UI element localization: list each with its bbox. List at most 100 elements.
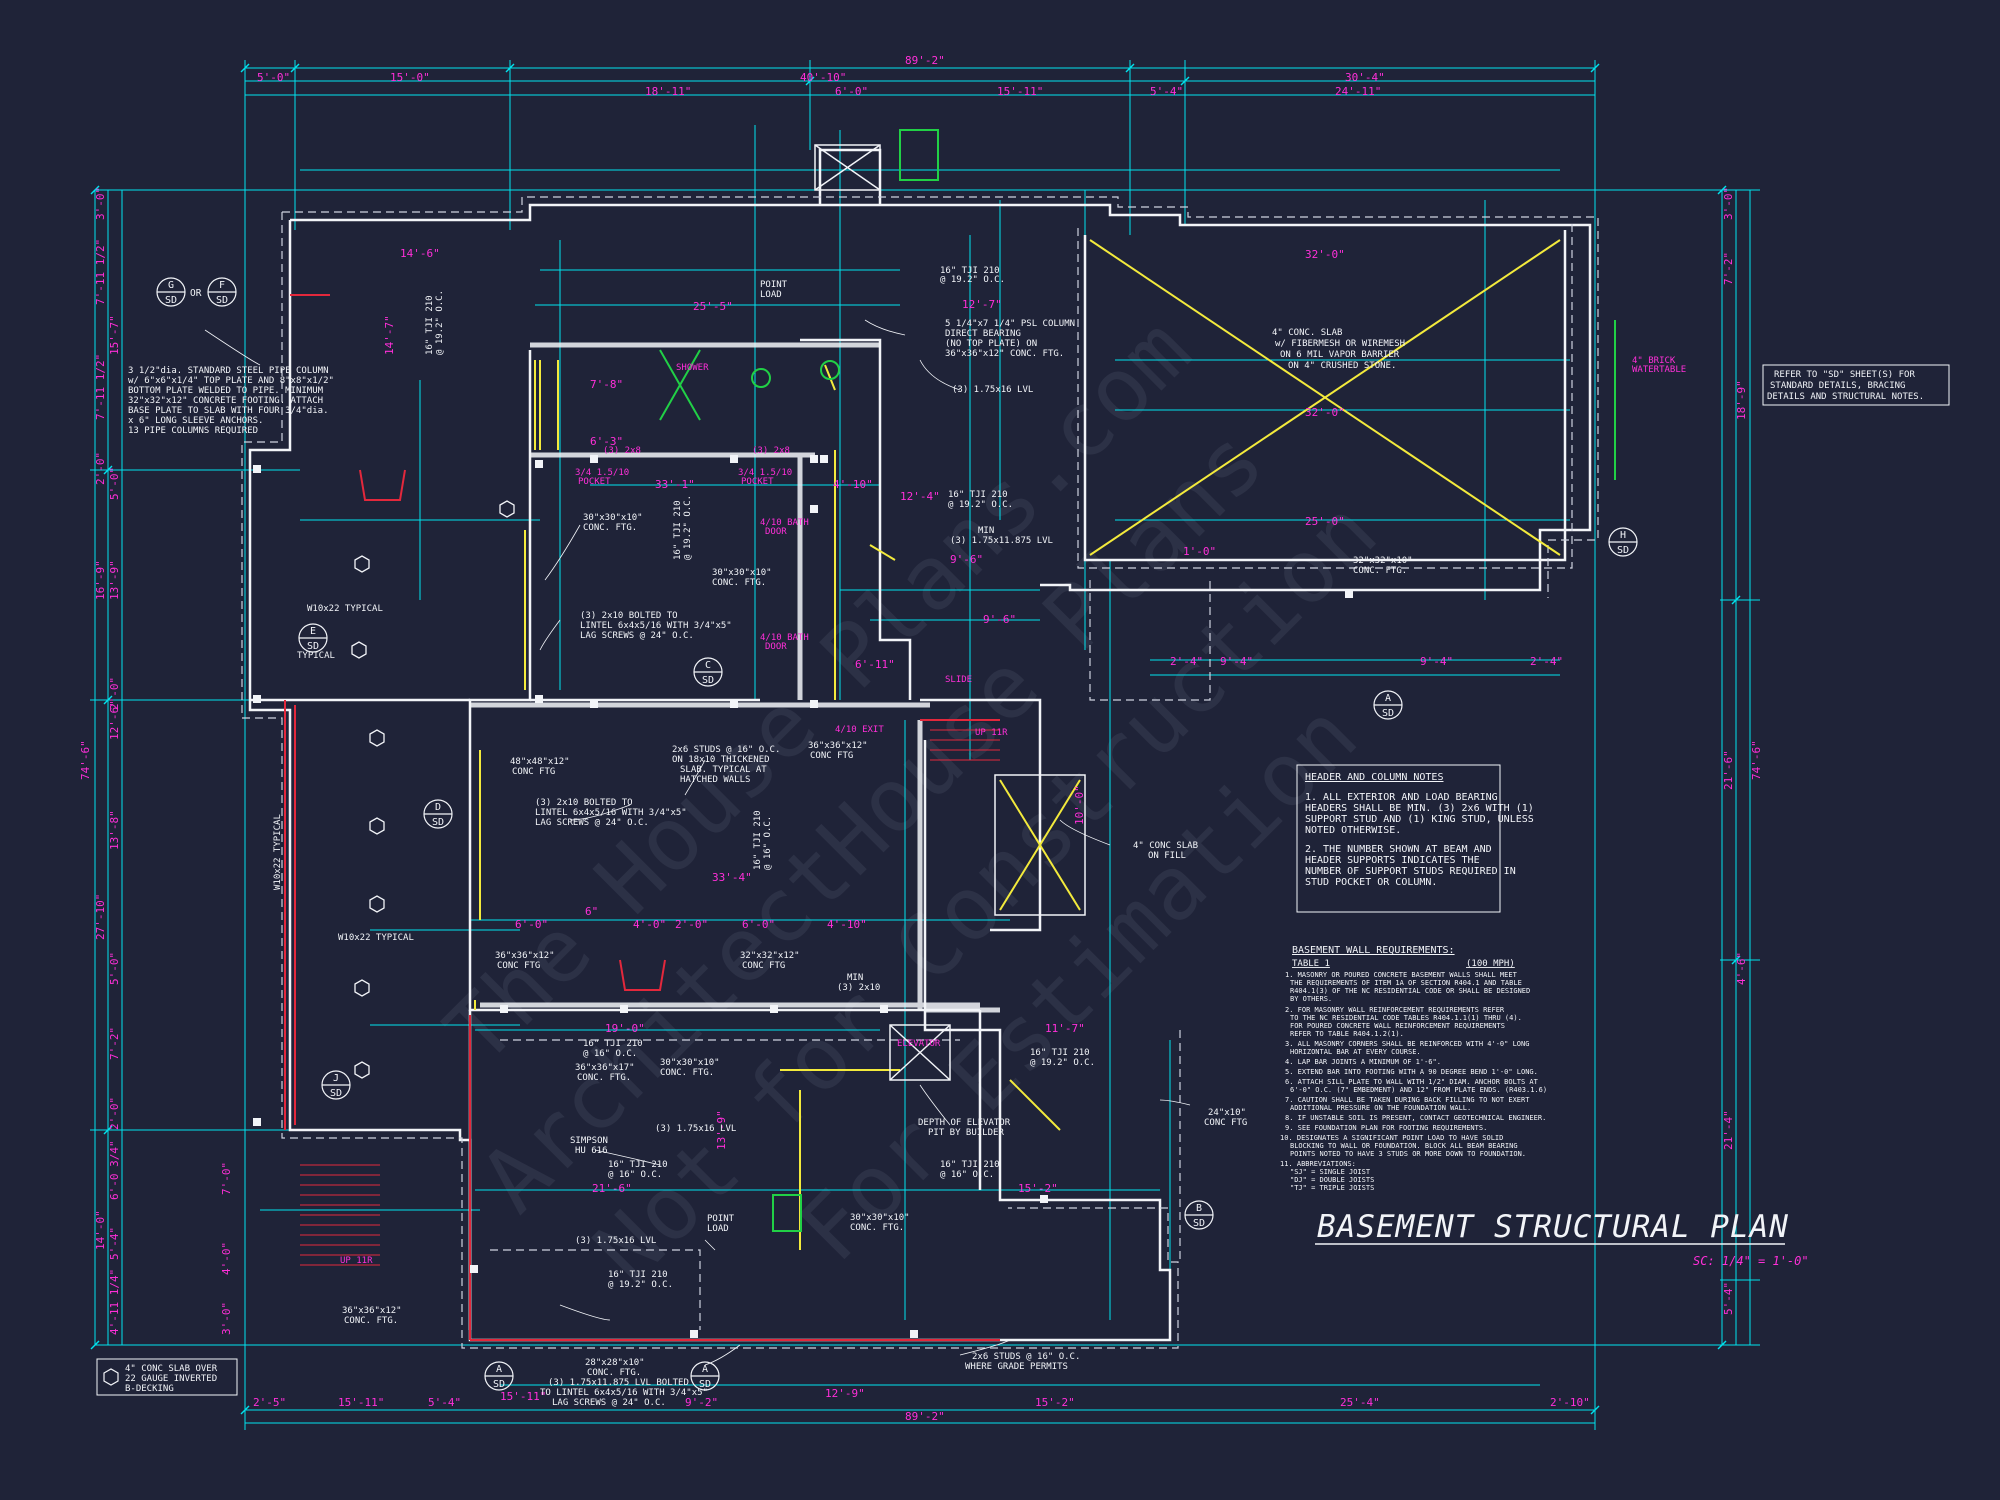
dim-inner: 33'-1" [655,478,695,491]
note-line: 13 PIPE COLUMNS REQUIRED [128,426,258,436]
dim-right: 7'-2" [1722,252,1735,285]
label-ftg: CONC. FTG. [587,1368,641,1378]
dimension-lines [90,60,1760,1430]
label-brick: WATERTABLE [1632,365,1686,375]
plan-labels: W10x22 TYPICAL TYPICAL W10x22 TYPICAL W1… [273,266,1686,1408]
dim-inner: 9'-6" [950,553,983,566]
label-ftg: CONC FTG [512,767,555,777]
dim-bottom: 15'-11" [338,1396,384,1409]
dim-inner: 21'-6" [592,1182,632,1195]
section-bubble-j[interactable] [321,1070,351,1100]
dim-left: 2'-0" [94,452,107,485]
dim-inner: 6'-3" [590,435,623,448]
label-slab-fill: ON FILL [1148,851,1186,861]
bubble-sheet: SD [1382,708,1394,719]
bubble-letter: J [333,1073,339,1084]
dim-top: 5'-0" [257,71,290,84]
label-ftg: 30"x30"x10" [583,513,643,523]
section-bubble-b[interactable] [1184,1200,1214,1230]
hex-column-markers [351,500,515,1079]
dim-inner: 9'-4" [1420,655,1453,668]
section-bubble-d[interactable] [423,799,453,829]
dim-right: 21'-4" [1722,1110,1735,1150]
label-garage-slab: ON 6 MIL VAPOR BARRIER [1280,350,1400,360]
label-ftg: CONC. FTG. [583,523,637,533]
dim-left: 7'-11 1/2" [94,239,107,305]
dim-inner: 32'-0" [1305,248,1345,261]
bubble-labels: G SD F SD OR E SD C SD D SD J SD A SD A … [165,280,1629,1390]
legend-box: 4" CONC SLAB OVER 22 GAUGE INVERTED B-DE… [96,1358,238,1396]
section-bubble-f[interactable] [207,277,237,307]
label-bolted: (3) 2x10 BOLTED TO [535,798,633,808]
label-tji: @ 19.2" O.C. [683,495,693,560]
bubble-sheet: SD [1193,1218,1205,1229]
label-ftg: 36"x36"x12" [342,1306,402,1316]
label-ftg: 30"x30"x10" [660,1058,720,1068]
section-bubble-e[interactable] [298,623,328,653]
dim-overall-top: 89'-2" [905,54,945,67]
overall-dimensions: 89'-2" 89'-2" 74'-6" 74'-6" [79,54,1763,1423]
section-bubble-a-2[interactable] [690,1361,720,1391]
yellow-beams [474,239,1561,1250]
dim-inner: 25'-0" [1305,515,1345,528]
bubble-sheet: SD [702,675,714,686]
dim-left: 5'-0" [108,467,121,500]
note-line: w/ 6"x6"x1/4" TOP PLATE AND 8"x8"x1/2" [128,376,334,386]
section-bubble-h[interactable] [1608,527,1638,557]
label-tji: 16" TJI 210 [673,500,683,560]
label-w10-2: W10x22 TYPICAL [338,933,414,943]
label-bolted: LAG SCREWS @ 24" O.C. [580,631,694,641]
interior-walls [470,342,1000,1013]
dim-inner: 7'-8" [590,378,623,391]
label-studs: 2x6 STUDS @ 16" O.C. [672,745,780,755]
section-bubble-g[interactable] [156,277,186,307]
dim-right: 18'-9" [1735,380,1748,420]
label-bolted: (3) 2x10 BOLTED TO [580,611,678,621]
label-min: (3) 2x10 [837,983,880,993]
label-bolted: (3) 1.75x11.875 LVL BOLTED [548,1378,689,1388]
bubble-sheet: SD [216,295,228,306]
label-door: DOOR [765,527,787,537]
section-bubble-c[interactable] [693,657,723,687]
bubble-sheet: SD [432,817,444,828]
basement-notes-title: BASEMENT WALL REQUIREMENTS: [1292,945,1455,956]
bubble-letter: F [219,280,225,291]
bubble-letter: A [702,1364,708,1375]
label-lvl: (3) 1.75x16 LVL [575,1236,656,1246]
label-ftg: CONC. FTG. [1353,566,1407,576]
dim-top: 6'-0" [835,85,868,98]
header-notes-line: HEADERS SHALL BE MIN. (3) 2x6 WITH (1) [1305,803,1534,814]
dim-left: 3'-0" [94,187,107,220]
dim-left: 7'-2" [108,1027,121,1060]
dim-inner: 1'-0" [1183,545,1216,558]
basement-note: THE REQUIREMENTS OF ITEM 1A OF SECTION R… [1290,979,1522,987]
label-elevator-pit: PIT BY BUILDER [928,1128,1004,1138]
label-door: 4/10 BATH [760,633,809,643]
label-ftg: CONC FTG [497,961,540,971]
bubble-letter: G [168,280,174,291]
basement-note: BLOCKING TO WALL OR FOUNDATION. BLOCK AL… [1290,1142,1518,1150]
dim-left: 4'-11 1/4" [108,1269,121,1335]
label-bolted: LAG SCREWS @ 24" O.C. [552,1398,666,1408]
dim-inner: 6'-11" [855,658,895,671]
label-bolted: TO LINTEL 6x4x5/16 WITH 3/4"x5" [540,1388,708,1398]
label-lvl: (3) 1.75x16 LVL [952,385,1033,395]
header-notes-line: STUD POCKET OR COLUMN. [1305,877,1437,888]
section-bubble-a-1[interactable] [484,1361,514,1391]
column-footings [253,455,1353,1338]
bubble-letter: H [1620,530,1626,541]
label-studs: 2x6 STUDS @ 16" O.C. [972,1352,1080,1362]
section-bubble-a-3[interactable] [1373,690,1403,720]
label-psl: 36"x36"x12" CONC. FTG. [945,349,1064,359]
basement-note: 10. DESIGNATES A SIGNIFICANT POINT LOAD … [1280,1134,1503,1142]
dim-overall-left: 74'-6" [79,740,92,780]
label-tji: @ 16" O.C. [763,816,773,870]
label-bolted: LINTEL 6x4x5/16 WITH 3/4"x5" [580,621,732,631]
basement-note: 2. FOR MASONRY WALL REINFORCEMENT REQUIR… [1285,1006,1505,1014]
dim-inner: 14'-6" [400,247,440,260]
label-psl: 5 1/4"x7 1/4" PSL COLUMN [945,319,1075,329]
dim-overall-bottom: 89'-2" [905,1410,945,1423]
dim-left: 3'-0" [220,1302,233,1335]
green-elements [659,129,1616,1232]
label-typical: TYPICAL [297,651,335,661]
